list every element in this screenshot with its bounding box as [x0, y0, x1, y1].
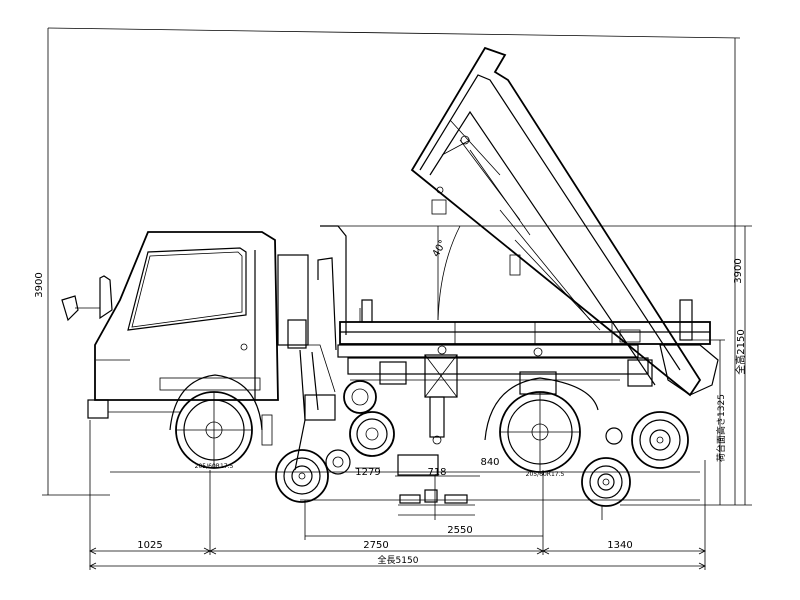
- dimension-front-overhang: 1025: [137, 540, 162, 551]
- height-left-label: 3900: [34, 272, 45, 297]
- truck-cab: [61, 231, 279, 446]
- tire-rear-label: 205/60R17.5: [526, 471, 565, 478]
- total-height-label: 全高2150: [734, 329, 747, 374]
- dimension-840: 840: [480, 457, 499, 468]
- bottom-dimensions: 2550 1025 2750 1340 全長5150: [89, 420, 706, 570]
- tire-front-label: 205/60R17.5: [195, 463, 234, 470]
- reference-lines: [42, 27, 752, 506]
- height-right-label: 3900: [733, 258, 744, 283]
- rear-guide-wheel-lower: [581, 457, 631, 507]
- dimension-2550: 2550: [447, 525, 472, 536]
- front-guide-wheel-lower: [275, 449, 329, 503]
- bed-height-label: 荷台面高さ1325: [715, 394, 727, 462]
- dimension-wheelbase: 2750: [363, 540, 388, 551]
- dimension-718: 718: [427, 467, 446, 478]
- vertical-dimension-labels: 3900 3900 全高2150 荷台面高さ1325: [34, 258, 747, 462]
- chassis: [277, 225, 719, 520]
- front-guide-wheel-upper: [343, 380, 377, 414]
- inner-dimensions: 205/60R17.5 205/60R17.5 1279 718 840: [110, 457, 700, 501]
- dimension-overall-length: 全長5150: [378, 554, 419, 566]
- dimension-rear-overhang: 1340: [607, 540, 632, 551]
- dimension-1279: 1279: [355, 467, 380, 478]
- wheels: [175, 377, 689, 507]
- front-guide-wheel-small: [325, 449, 351, 475]
- front-wheel: [175, 391, 253, 469]
- rear-wheel: [484, 377, 599, 473]
- tilt-angle-label: 40°: [431, 238, 449, 259]
- rear-guide-wheel-upper: [605, 411, 689, 469]
- front-guide-wheel-mid: [349, 411, 395, 457]
